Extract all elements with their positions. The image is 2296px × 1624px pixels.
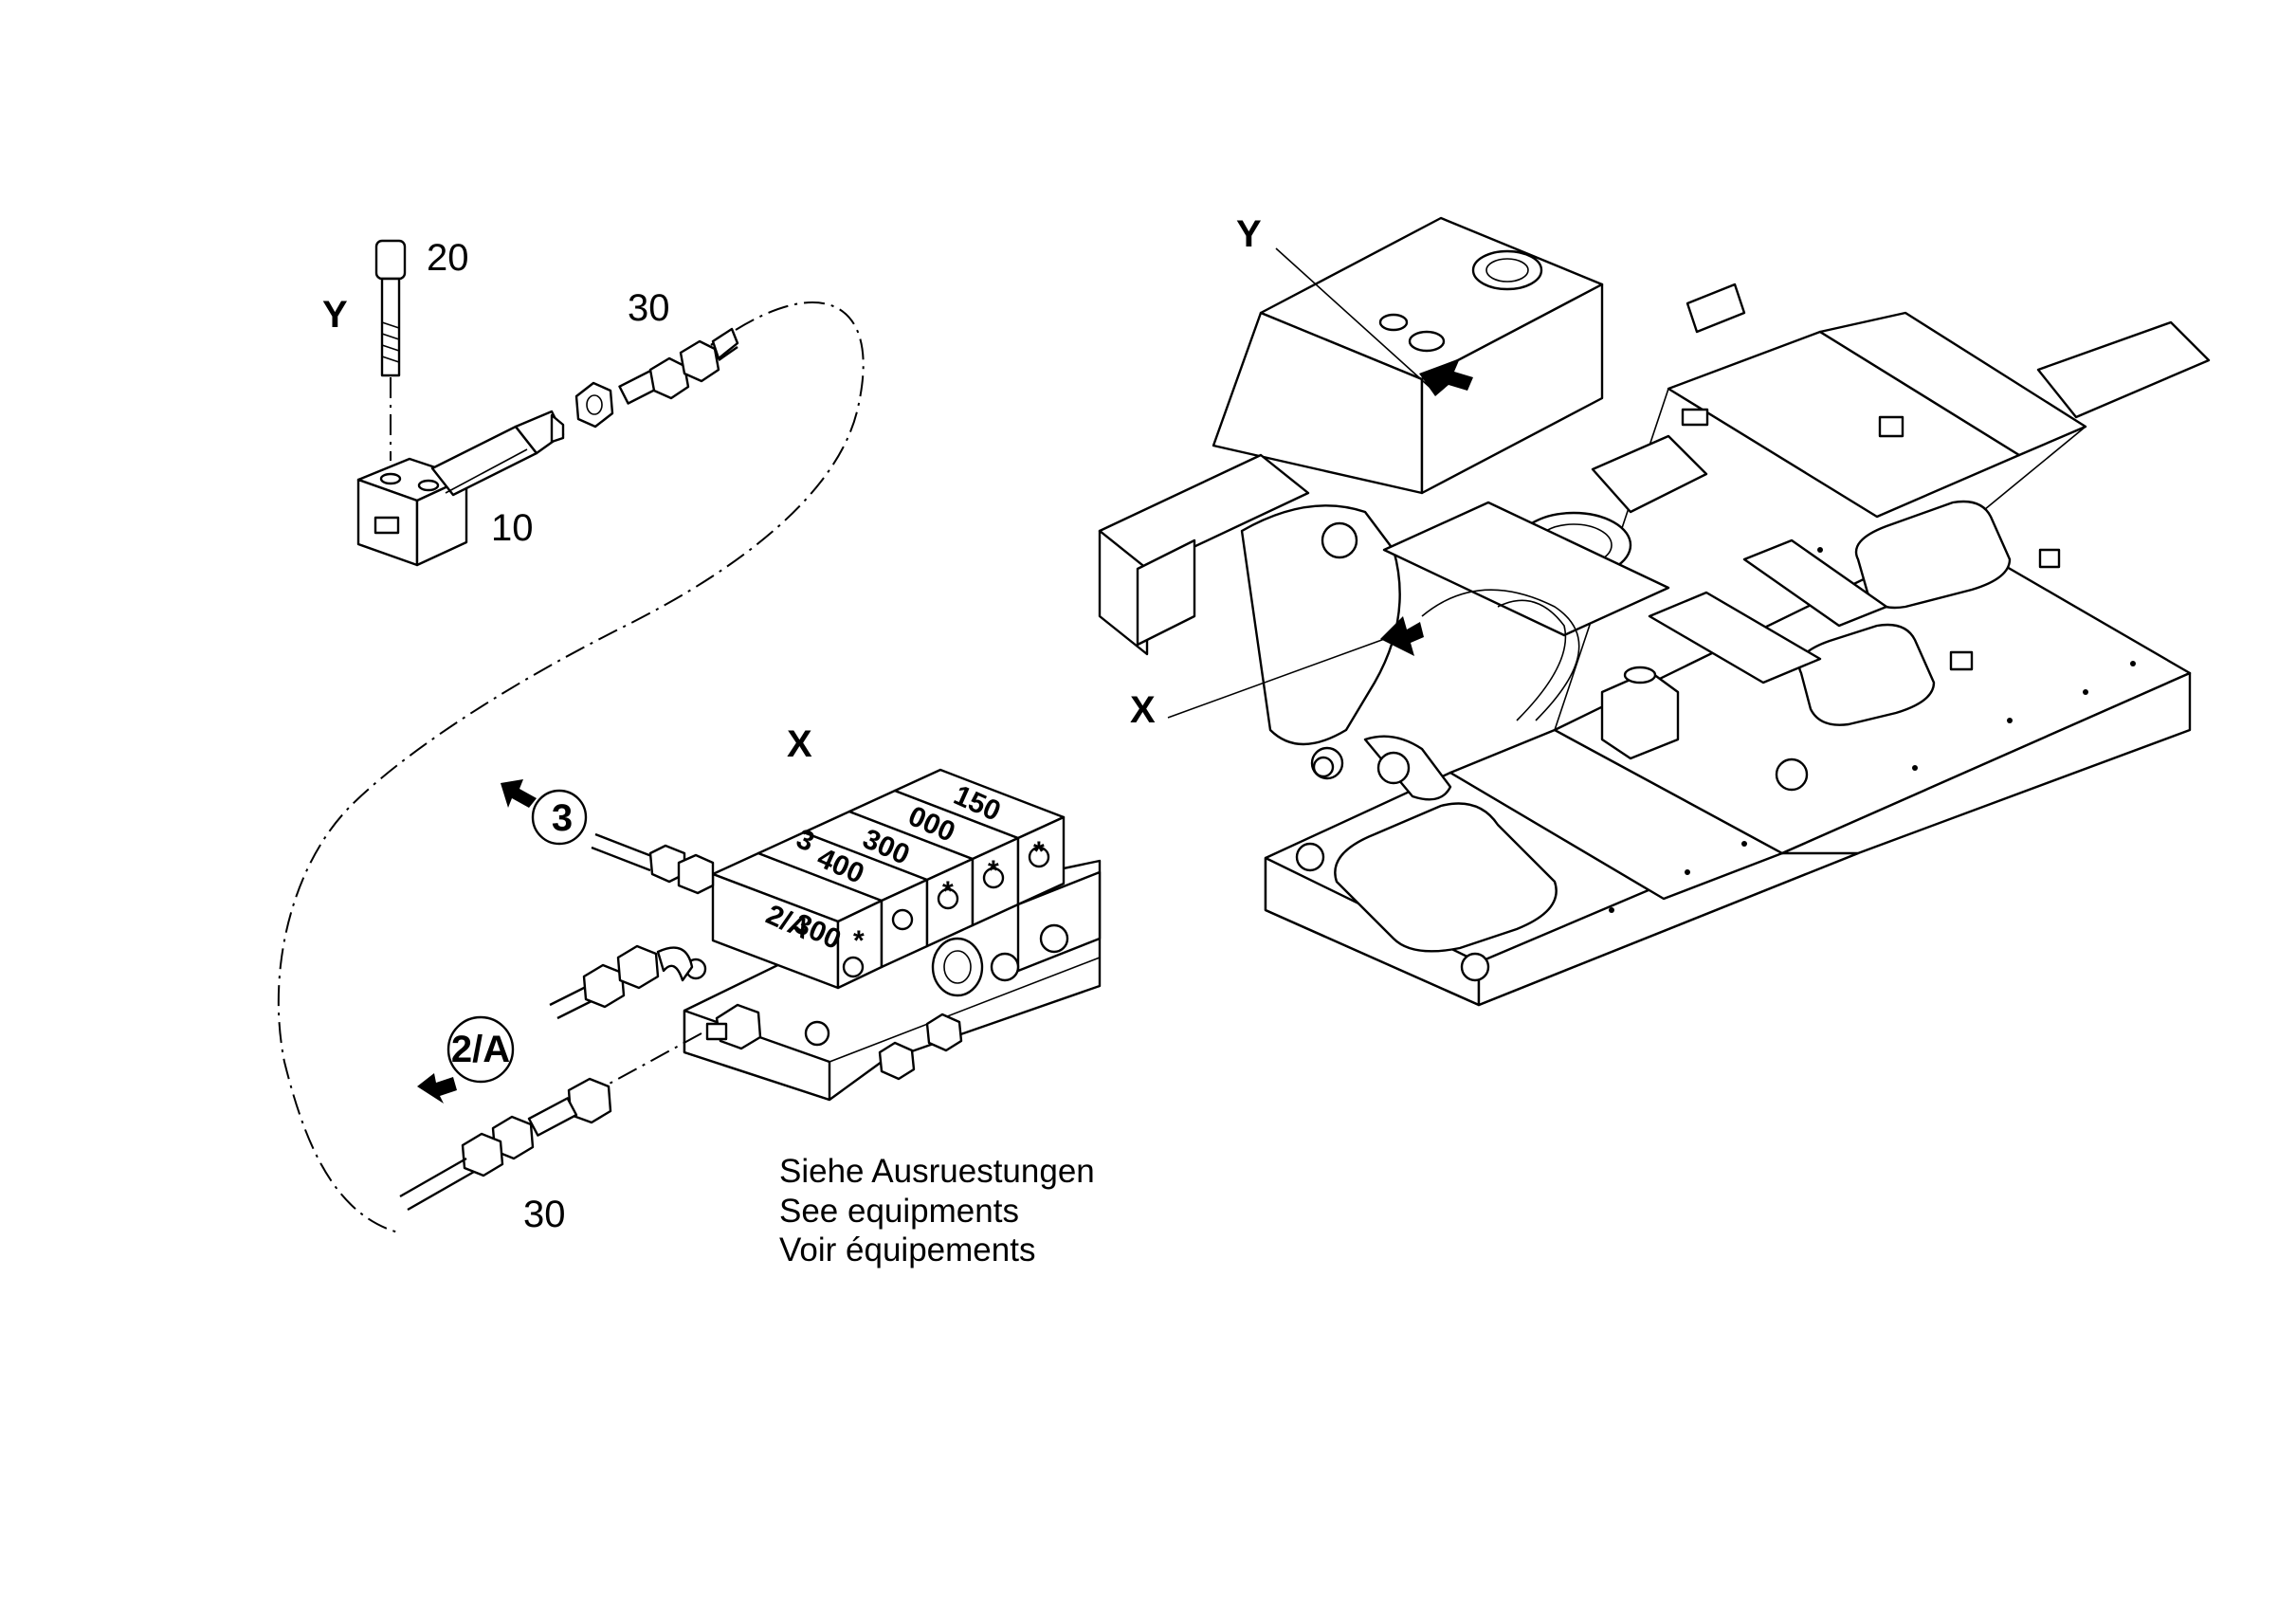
section-2 (756, 830, 929, 969)
label-machine-y: Y (1236, 213, 1262, 255)
stamp-star-3: * (988, 855, 999, 886)
note-german: Siehe Ausruestungen (779, 1153, 1095, 1190)
detail-y (277, 239, 865, 1233)
arrow-y-icon (1419, 358, 1473, 396)
leader-y (1275, 247, 1432, 390)
label-machine-x: X (1130, 689, 1156, 731)
section-5 (893, 768, 1066, 906)
section-1 (711, 851, 884, 990)
arrow-2a-icon (417, 1073, 457, 1104)
label-view-x: X (787, 723, 812, 765)
label-item-30-top: 30 (628, 287, 670, 329)
connection-3-label: 3 (552, 797, 573, 839)
stamp-star-4: * (1033, 836, 1045, 867)
line-loop-left (277, 301, 865, 1233)
stamp-star-1: * (853, 925, 865, 957)
note-english: See equipments (779, 1193, 1019, 1230)
section-3 (802, 810, 975, 948)
label-view-y: Y (322, 294, 348, 336)
leader-x (1167, 636, 1391, 719)
machine-frame (1098, 216, 2211, 1007)
label-item-20: 20 (427, 237, 469, 279)
fitting-30-top (574, 327, 739, 429)
section-4 (847, 789, 1020, 927)
sensor-10 (356, 410, 565, 567)
arrow-3-icon (501, 779, 537, 808)
detail-x-distributor (399, 768, 1102, 1212)
note-french: Voir équipements (779, 1232, 1035, 1268)
connection-circle-2a (446, 1015, 515, 1084)
label-item-30-bottom: 30 (523, 1194, 566, 1235)
arrow-x-icon (1380, 616, 1424, 656)
label-item-10: 10 (491, 507, 534, 549)
bolt-20 (374, 239, 407, 461)
connection-2a-label: 2/A (451, 1029, 510, 1070)
stamp-star-2: * (942, 876, 954, 907)
connection-circle-3 (531, 789, 588, 846)
